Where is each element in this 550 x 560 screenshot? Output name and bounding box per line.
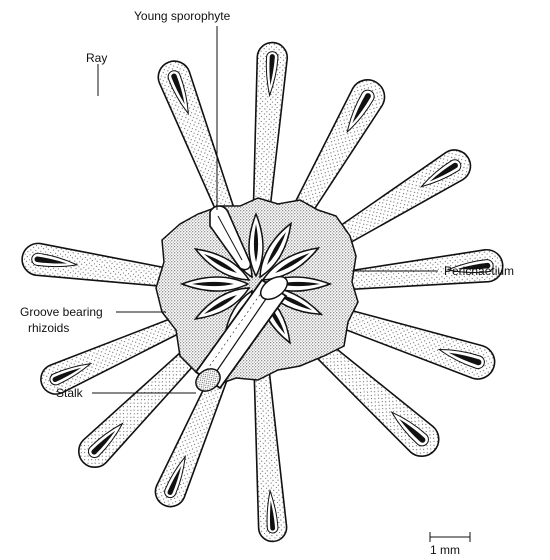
label-perichaetium: Perichaetium	[444, 264, 514, 278]
ray	[154, 56, 241, 216]
scale-bar: 1 mm	[430, 532, 470, 557]
label-stalk: Stalk	[56, 386, 84, 400]
label-groove-bearing: Groove bearing	[20, 305, 103, 319]
ray	[248, 374, 288, 543]
scale-bar-label: 1 mm	[430, 543, 460, 557]
label-young-sporophyte: Young sporophyte	[134, 9, 231, 23]
ray	[20, 241, 177, 294]
ray	[247, 42, 289, 212]
label-ray: Ray	[86, 51, 107, 65]
label-rhizoids: rhizoids	[28, 321, 69, 335]
